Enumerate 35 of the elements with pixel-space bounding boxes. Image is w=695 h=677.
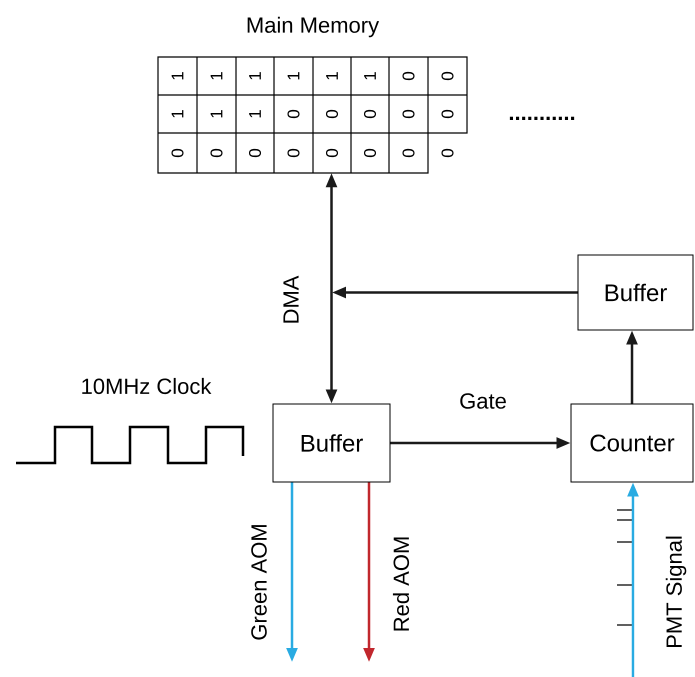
- process-box: Counter: [570, 404, 694, 482]
- bit-digit: 0: [402, 110, 415, 118]
- edge-label: DMA: [282, 274, 300, 326]
- bit-digit: 0: [326, 110, 338, 118]
- process-box: Buffer: [272, 404, 390, 482]
- bit-digit: 0: [402, 72, 415, 80]
- bit-digit: 0: [364, 110, 376, 118]
- edge-label: Gate: [458, 392, 508, 410]
- bit-digit: 0: [287, 148, 300, 158]
- memory-heading: Main Memory: [248, 16, 380, 38]
- bit-digit: 0: [441, 148, 454, 158]
- bit-digit: 1: [210, 72, 222, 80]
- bit-digit: 1: [172, 110, 184, 118]
- bit-digit: 1: [249, 110, 261, 118]
- bit-digit: 0: [402, 148, 415, 158]
- bit-digit: 1: [249, 72, 261, 80]
- bit-digit: 1: [288, 72, 300, 80]
- bit-digit: 0: [441, 110, 454, 118]
- bit-digit: 1: [326, 72, 338, 80]
- bit-digit: 0: [364, 148, 376, 158]
- bit-digit: 0: [326, 148, 338, 158]
- edge-label: PMT Signal: [664, 534, 688, 650]
- process-box: Buffer: [578, 254, 694, 330]
- edge-label: Red AOM: [392, 534, 410, 634]
- bit-digit: 0: [171, 148, 184, 158]
- edge-label: Green AOM: [250, 522, 268, 642]
- clock-label: 10MHz Clock: [82, 378, 212, 394]
- bit-digit: 0: [287, 110, 300, 118]
- ellipsis-dots: ...........: [510, 116, 574, 120]
- bit-digit: 0: [441, 72, 454, 80]
- bit-digit: 1: [364, 72, 376, 80]
- bit-digit: 0: [248, 148, 262, 158]
- bit-digit: 1: [210, 110, 222, 118]
- bit-digit: 1: [172, 72, 184, 80]
- bit-digit: 0: [210, 148, 223, 158]
